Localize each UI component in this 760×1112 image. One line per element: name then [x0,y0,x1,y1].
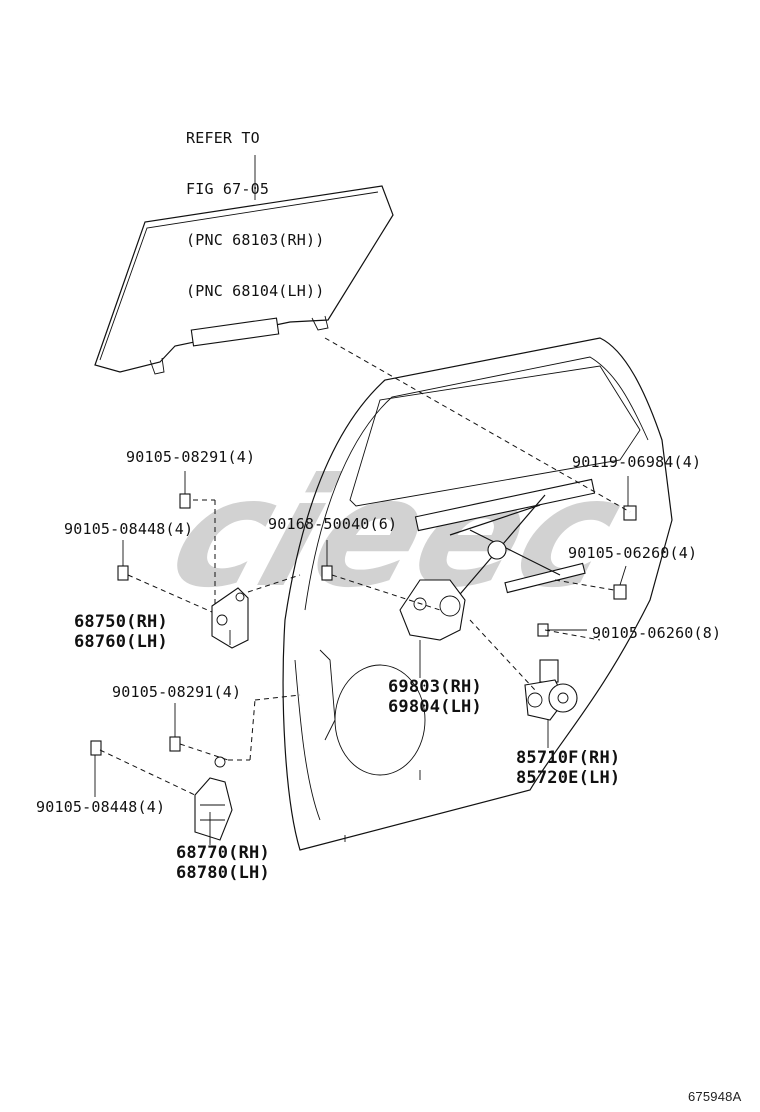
label-bolt-08291-top: 90105-08291(4) [126,448,256,466]
label-bolt-06984: 90119-06984(4) [572,453,702,471]
door-panel [282,337,673,851]
label-regulator-lh: 69804(LH) [388,697,482,717]
label-regulator-rh: 69803(RH) [388,677,482,697]
upper-hinge [211,587,249,649]
refer-note-line-3: (PNC 68103(RH)) [186,231,325,249]
label-motor-rh: 85710F(RH) [516,748,621,768]
label-bolt-08291-bottom: 90105-08291(4) [112,683,242,701]
label-bolt-08448-top: 90105-08448(4) [64,520,194,538]
label-motor-lh: 85720E(LH) [516,768,621,788]
watermark-logo: cieec [152,447,641,621]
refer-note-line-2: FIG 67-05 [186,180,270,198]
lower-hinge [194,756,233,841]
refer-note-line-4: (PNC 68104(LH)) [186,282,325,300]
watermark-text: cieec [152,447,641,621]
window-regulator [399,478,596,641]
refer-note: REFER TO FIG 67-05 (PNC 68103(RH)) (PNC … [186,96,324,334]
label-bolt-06260-4: 90105-06260(4) [568,544,698,562]
label-hinge-upper-rh: 68750(RH) [74,612,168,632]
label-hinge-upper-lh: 68760(LH) [74,632,168,652]
label-hinge-lower-lh: 68780(LH) [176,863,270,883]
label-hinge-lower-rh: 68770(RH) [176,843,270,863]
figure-code: 675948A [688,1089,742,1104]
label-bolt-50040: 90168-50040(6) [268,515,398,533]
leader-lines [94,337,631,845]
regulator-motor [524,659,578,721]
label-bolt-06260-8: 90105-06260(8) [592,624,722,642]
door-glass [94,155,394,375]
refer-note-line-1: REFER TO [186,129,260,147]
label-bolt-08448-bottom: 90105-08448(4) [36,798,166,816]
